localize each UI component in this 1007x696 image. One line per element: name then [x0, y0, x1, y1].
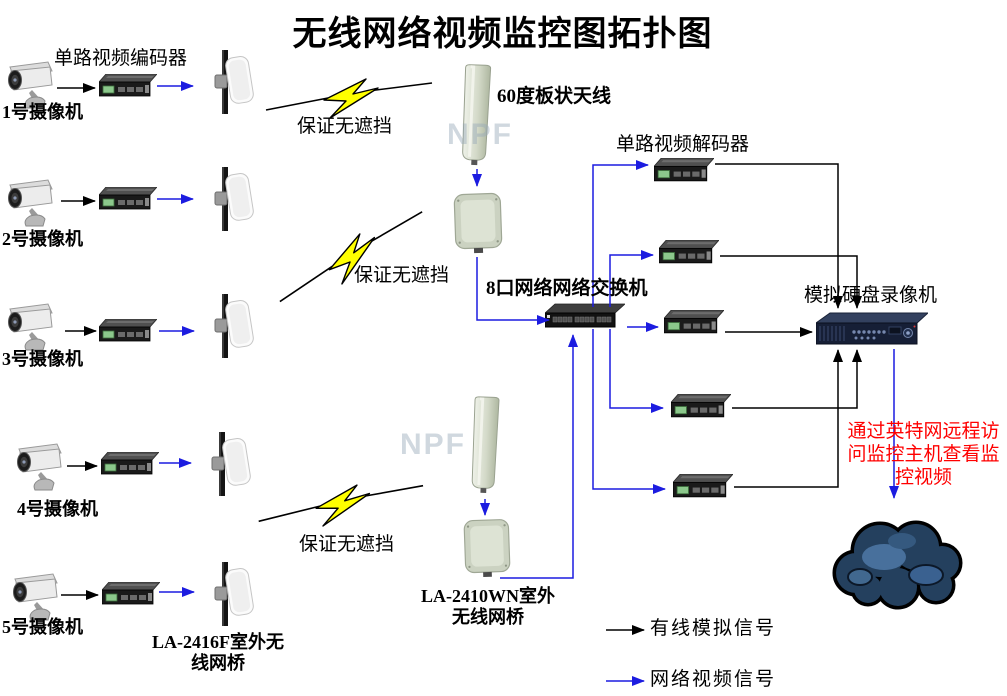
camera-2-label: 2号摄像机 — [2, 229, 83, 249]
remote-access-note-line2: 问监控主机查看监 — [847, 444, 1000, 465]
wire-decoder5-dvr — [734, 349, 843, 488]
internet-cloud-icon — [826, 497, 966, 613]
no-obstruction-label-3: 保证无遮挡 — [299, 534, 395, 555]
remote-access-note-line3: 控视频 — [894, 467, 952, 488]
legend-wired-label: 有线模拟信号 — [650, 618, 777, 639]
wire-decoder1-dvr — [715, 163, 843, 309]
net-switch-decoder5 — [592, 329, 666, 494]
encoder-label: 单路视频编码器 — [54, 48, 188, 69]
la2410-bridge-label-line2: 无线网桥 — [452, 607, 524, 627]
camera-3-label: 3号摄像机 — [2, 349, 83, 369]
watermark-text: NPF — [447, 118, 513, 151]
no-obstruction-label-1: 保证无遮挡 — [297, 116, 393, 137]
camera-4-label: 4号摄像机 — [17, 499, 98, 519]
la2416-bridge-label: LA-2416F室外无 线网桥 — [148, 632, 288, 674]
remote-access-note-line1: 通过英特网远程访 — [847, 421, 1000, 442]
la2416-bridge-label-line1: LA-2416F室外无 — [152, 632, 284, 652]
camera-5-label: 5号摄像机 — [2, 617, 83, 637]
remote-access-note: 通过英特网远程访 问监控主机查看监 控视频 — [840, 420, 1007, 489]
wire-decoder4-dvr — [732, 349, 862, 409]
camera-1-label: 1号摄像机 — [2, 102, 83, 122]
net-switch-decoder4 — [609, 329, 664, 413]
watermark-text: NPF — [400, 428, 466, 461]
no-obstruction-label-2: 保证无遮挡 — [354, 265, 450, 286]
la2416-bridge-label-line2: 线网桥 — [191, 653, 245, 673]
net-switch-decoder2 — [609, 250, 654, 307]
la2410-bridge-label: LA-2410WN室外 无线网桥 — [408, 586, 568, 628]
legend-network-label: 网络视频信号 — [650, 669, 777, 690]
la2410-bridge-label-line1: LA-2410WN室外 — [421, 586, 555, 606]
net-switch-decoder1 — [592, 160, 649, 307]
wire-decoder2-dvr — [720, 255, 862, 309]
net-bridge1-switch — [476, 257, 550, 325]
decoder-label: 单路视频解码器 — [616, 134, 750, 155]
switch-device — [545, 303, 625, 329]
page-title: 无线网络视频监控图拓扑图 — [292, 16, 713, 53]
dvr-label: 模拟硬盘录像机 — [804, 285, 938, 306]
switch-label: 8口网络网络交换机 — [486, 278, 648, 299]
dvr-device — [816, 312, 928, 347]
sector-antenna-label: 60度板状天线 — [497, 86, 612, 107]
net-bridge2-switch — [500, 334, 578, 579]
